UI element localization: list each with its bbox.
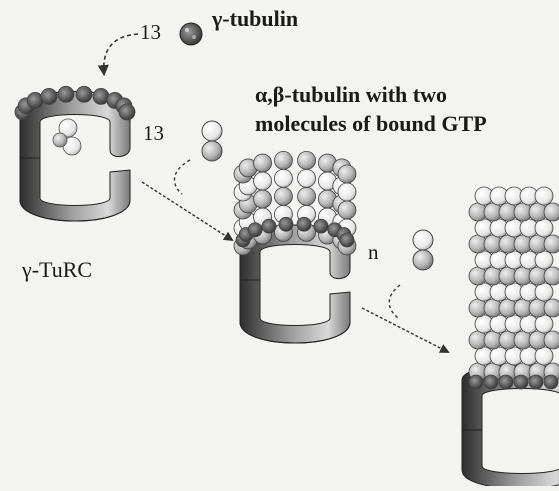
tubulin-bead: [535, 187, 553, 205]
arrow-gamma-to-ring: [104, 34, 138, 74]
gamma-turc-label: γ-TuRC: [22, 257, 92, 283]
gamma-bead: [544, 375, 558, 389]
tubulin-bead: [535, 315, 553, 333]
gamma-bead: [76, 86, 92, 102]
arrow-step-2: [362, 308, 448, 352]
gamma-bead: [248, 223, 262, 237]
alpha-beta-dimer-1: [202, 121, 222, 161]
gamma-bead: [58, 86, 74, 102]
gamma-bead: [340, 233, 354, 247]
tubulin-bead: [274, 187, 292, 205]
tubulin-bead: [535, 283, 553, 301]
tubulin-bead: [338, 201, 356, 219]
tubulin-bead: [535, 219, 553, 237]
tubulin-bead: [338, 165, 356, 183]
tubulin-bead: [274, 169, 292, 187]
tubulin-bead: [254, 154, 272, 172]
gamma-bead: [119, 104, 135, 120]
gamma-bead: [514, 375, 528, 389]
nucleating-microtubule: [234, 151, 356, 343]
gamma-tubulin-subunit: [180, 23, 202, 45]
tubulin-bead: [544, 203, 559, 221]
gamma-bead: [499, 375, 513, 389]
tubulin-bead: [254, 172, 272, 190]
gamma-tubulin-count: 13: [140, 20, 161, 45]
tubulin-bead: [298, 187, 316, 205]
tubulin-bead: [298, 169, 316, 187]
tubulin-bead: [535, 251, 553, 269]
alpha-beta-tubulin-label-line2: molecules of bound GTP: [255, 111, 487, 137]
gamma-bead: [529, 375, 543, 389]
gamma-bead: [297, 217, 311, 231]
elongated-microtubule: [462, 187, 559, 486]
arrow-alphabeta-in-1: [174, 160, 190, 194]
gamma-bead: [262, 219, 276, 233]
arrow-alphabeta-in-2: [389, 285, 400, 318]
n-count-label: n: [368, 240, 379, 265]
alpha-beta-dimer-2: [413, 230, 433, 270]
tubulin-bead: [544, 267, 559, 285]
gamma-tubulin-label: γ-tubulin: [212, 6, 298, 32]
alpha-beta-tubulin-label-line1: α,β-tubulin with two: [255, 82, 447, 108]
gamma-bead: [314, 219, 328, 233]
tubulin-bead: [544, 299, 559, 317]
tubulin-bead: [274, 151, 292, 169]
tubulin-bead: [338, 183, 356, 201]
tubulin-bead: [544, 331, 559, 349]
alpha-beta-tubulin-count: 13: [143, 121, 164, 146]
arrow-step-1: [142, 182, 232, 240]
gamma-bead: [469, 375, 483, 389]
tubulin-bead: [535, 347, 553, 365]
tubulin-bead: [254, 190, 272, 208]
gamma-bead: [484, 375, 498, 389]
gamma-turc-ring: [15, 86, 135, 221]
tubulin-bead: [544, 235, 559, 253]
tubulin-bead: [298, 151, 316, 169]
gamma-bead: [279, 217, 293, 231]
gamma-bead: [41, 88, 57, 104]
